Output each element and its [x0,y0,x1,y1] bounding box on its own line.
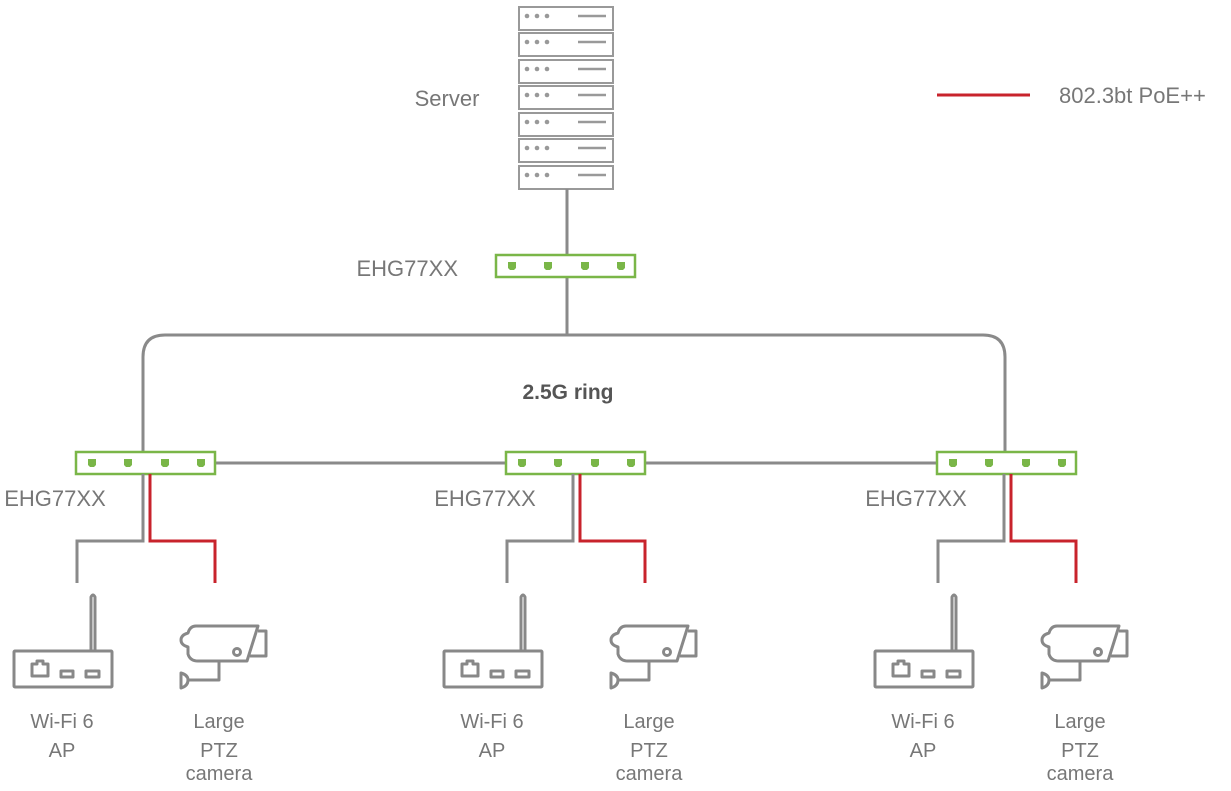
port-icon [949,459,957,467]
poe-camera-link [1009,474,1078,583]
ap-label: Wi-Fi 6 [891,711,954,733]
wifi-ap-icon [12,593,114,689]
port-icon [1022,459,1030,467]
port-icon [591,459,599,467]
poe-camera-link [578,474,647,583]
ptz-camera-icon [1040,624,1129,690]
server-unit [518,32,614,57]
ring-label: 2.5G ring [522,381,613,404]
ap-link [936,474,1006,583]
edge-switch-icon [935,450,1078,476]
server-unit [518,6,614,31]
wifi-ap-icon [873,593,975,689]
core-switch-icon [494,253,637,279]
port-icon [544,262,552,270]
port-icon [1058,459,1066,467]
legend-poe-label: 802.3bt PoE++ [1059,83,1206,108]
camera-label: PTZ [630,740,668,762]
wifi-ap-icon [442,593,544,689]
core-switch-label: EHG77XX [357,256,459,281]
port-icon [627,459,635,467]
port-icon [554,459,562,467]
server-icon [518,6,614,190]
port-icon [985,459,993,467]
edge-switch-icon [504,450,647,476]
port-icon [161,459,169,467]
camera-label: camera [1047,763,1115,785]
server-label: Server [415,86,480,111]
ring-link [141,333,1007,453]
ap-label: Wi-Fi 6 [30,711,93,733]
camera-label: Large [623,711,674,733]
server-unit [518,165,614,190]
edge-switch-label: EHG77XX [4,486,106,511]
port-icon [581,262,589,270]
ap-label: AP [49,740,76,762]
camera-label: camera [616,763,684,785]
server-unit [518,112,614,137]
camera-label: Large [193,711,244,733]
port-icon [617,262,625,270]
server-unit [518,59,614,84]
port-icon [197,459,205,467]
edge-switch-icon [74,450,217,476]
server-unit [518,85,614,110]
port-icon [124,459,132,467]
port-icon [518,459,526,467]
ap-label: Wi-Fi 6 [460,711,523,733]
server-unit [518,138,614,163]
ap-label: AP [910,740,937,762]
ptz-camera-icon [609,624,698,690]
camera-label: Large [1054,711,1105,733]
port-icon [88,459,96,467]
edge-switch-label: EHG77XX [434,486,536,511]
camera-label: PTZ [200,740,238,762]
camera-label: camera [186,763,254,785]
edge-switch-label: EHG77XX [865,486,967,511]
poe-camera-link [148,474,217,583]
ptz-camera-icon [179,624,268,690]
port-icon [508,262,516,270]
ap-label: AP [479,740,506,762]
camera-label: PTZ [1061,740,1099,762]
ap-link [75,474,145,583]
ap-link [505,474,575,583]
